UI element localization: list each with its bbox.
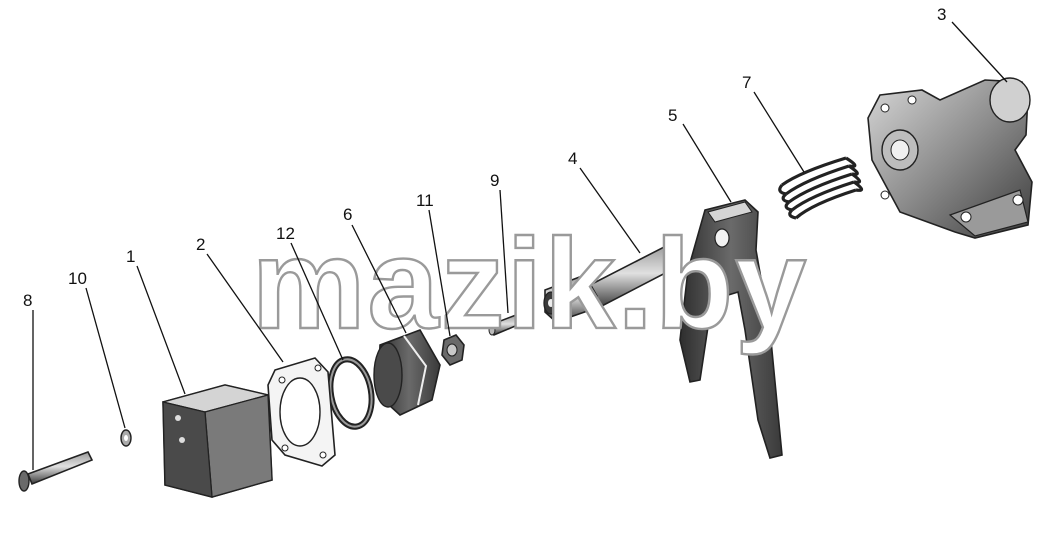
callout-12: 12 (276, 224, 295, 243)
leader-lines (32, 21, 1008, 470)
callout-8: 8 (23, 291, 32, 310)
part-6-piston (373, 329, 441, 416)
part-3-housing (867, 77, 1033, 239)
part-5-fork (679, 199, 783, 459)
leader-1 (136, 265, 186, 395)
leader-3 (951, 21, 1008, 83)
leader-4 (579, 167, 641, 254)
callout-3: 3 (937, 5, 946, 24)
leader-5 (682, 123, 732, 203)
part-7-spring (778, 156, 864, 220)
callout-9: 9 (490, 171, 499, 190)
leader-11 (428, 209, 451, 337)
leader-7 (753, 91, 805, 173)
part-8-bolt (18, 451, 94, 492)
leader-6 (351, 224, 407, 334)
leader-9 (499, 189, 509, 314)
part-11-nut (441, 334, 465, 366)
callout-10: 10 (68, 269, 87, 288)
callout-5: 5 (668, 106, 677, 125)
part-10-washer (120, 429, 132, 447)
callout-labels: 1 2 3 4 5 6 7 8 9 10 11 12 (23, 5, 946, 310)
callout-6: 6 (343, 205, 352, 224)
callout-4: 4 (568, 149, 577, 168)
watermark-text: mazik.by (252, 213, 809, 356)
callout-7: 7 (742, 73, 751, 92)
part-1-cover (162, 384, 273, 498)
part-12-o-ring (327, 356, 375, 430)
callout-1: 1 (126, 247, 135, 266)
part-9-pin (488, 313, 522, 337)
leader-2 (206, 253, 284, 363)
callout-11: 11 (416, 191, 434, 210)
part-2-gasket (267, 357, 336, 467)
leader-10 (85, 287, 126, 429)
leader-12 (290, 242, 344, 361)
part-4-shaft (543, 243, 679, 323)
callout-2: 2 (196, 235, 205, 254)
